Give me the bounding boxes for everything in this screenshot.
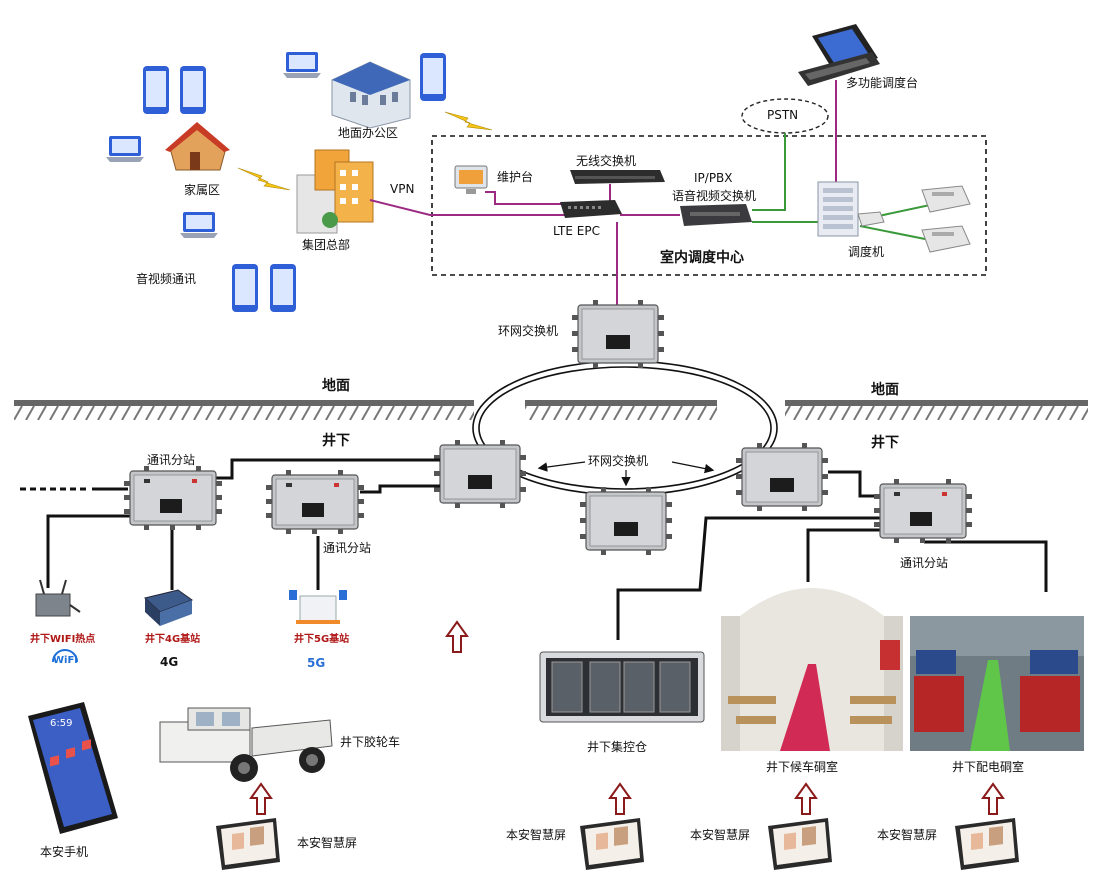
pstn-link — [752, 133, 786, 211]
bs-4g-icon — [143, 589, 194, 626]
logo-4g-label: 4G — [160, 655, 179, 669]
up-arrow-icon — [795, 783, 817, 815]
ring-switch-bottom — [579, 486, 673, 556]
substation-2 — [265, 469, 365, 535]
vpn-label: VPN — [390, 182, 415, 196]
control-cabin-label: 井下集控仓 — [587, 740, 648, 754]
underground-left-label: 井下 — [322, 433, 350, 449]
telephone-icon — [921, 185, 971, 213]
ring-switch-top-label: 环网交换机 — [498, 324, 559, 338]
switch-icon — [570, 170, 665, 184]
up-arrow-icon — [446, 621, 468, 653]
bs-5g-label: 井下5G基站 — [294, 634, 350, 645]
dispatcher-label: 调度机 — [848, 245, 885, 259]
maintenance-link — [485, 191, 570, 205]
intrinsically-safe-phone-icon — [28, 702, 118, 834]
phone-icon — [143, 66, 169, 114]
laptop-icon — [283, 52, 321, 78]
waiting-room-photo — [721, 588, 903, 751]
dispatch-console-icon — [798, 24, 880, 86]
maintenance-label: 维护台 — [497, 170, 534, 184]
pstn-label: PSTN — [767, 108, 799, 122]
lte-epc-label: LTE EPC — [553, 224, 600, 238]
substation-3-label: 通讯分站 — [900, 556, 949, 570]
switch-icon — [560, 200, 622, 218]
ground-left-label: 地面 — [322, 378, 350, 394]
wifi-hotspot-label: 井下WIFI热点 — [30, 634, 96, 645]
ring-switch-mid-label: 环网交换机 — [588, 454, 649, 468]
tablet-icon — [955, 818, 1019, 870]
laptop-icon — [180, 212, 218, 238]
ground-line-mid — [525, 400, 717, 420]
control-center-box — [431, 135, 987, 276]
substation-1 — [123, 465, 223, 531]
ip-pbx-label: IP/PBX — [694, 171, 733, 185]
phone-time: 6:59 — [50, 718, 73, 729]
switch-icon — [680, 204, 752, 226]
wifi-hotspot-icon — [35, 579, 81, 617]
power-room-label: 井下配电硐室 — [952, 760, 1025, 774]
tablet-icon — [580, 818, 644, 870]
telephone-icon — [921, 225, 971, 253]
group-hq-label: 集团总部 — [302, 238, 351, 252]
screen-1-label: 本安智慧屏 — [506, 828, 567, 842]
family-area-label: 家属区 — [184, 183, 221, 197]
underground-cabling — [46, 458, 1048, 640]
building-icon — [296, 149, 374, 234]
wifi-icon — [52, 649, 78, 663]
laptop-icon — [106, 136, 144, 162]
waiting-room-label: 井下候车硐室 — [766, 760, 839, 774]
ground-right-label: 地面 — [871, 382, 899, 398]
lightning-icon — [237, 111, 493, 191]
vehicle-label: 井下胶轮车 — [340, 735, 401, 749]
underground-right-label: 井下 — [871, 435, 899, 451]
monitor-icon — [454, 165, 488, 194]
phone-icon — [232, 264, 258, 312]
ring-switch-top — [571, 299, 665, 369]
control-center-label: 室内调度中心 — [660, 250, 744, 266]
wireless-switch-label: 无线交换机 — [576, 154, 637, 168]
phone-icon — [180, 66, 206, 114]
up-arrow-icon — [982, 783, 1004, 815]
screen-vehicle-label: 本安智慧屏 — [297, 836, 358, 850]
server-icon — [817, 181, 859, 237]
substation-1-label: 通讯分站 — [147, 453, 196, 467]
phone-icon — [270, 264, 296, 312]
wifi-logo-label: WiFi — [53, 655, 78, 666]
power-room-photo — [910, 616, 1084, 751]
vpn-link — [369, 199, 565, 216]
dispatch-console-label: 多功能调度台 — [846, 76, 919, 90]
ground-line-left — [14, 400, 474, 420]
screen-3-label: 本安智慧屏 — [877, 828, 938, 842]
control-cabin-icon — [539, 651, 705, 723]
substation-2-label: 通讯分站 — [323, 541, 372, 555]
vehicle-icon — [159, 707, 333, 782]
screen-2-label: 本安智慧屏 — [690, 828, 751, 842]
building-icon — [331, 61, 411, 129]
av-comm-label: 音视频通讯 — [136, 272, 197, 286]
ground-line-right — [785, 400, 1088, 420]
telephone-icon — [857, 211, 885, 227]
logo-5g-label: 5G — [307, 656, 326, 670]
up-arrow-icon — [609, 783, 631, 815]
ring-switch-left — [433, 439, 527, 509]
ground-office-label: 地面办公区 — [338, 126, 399, 140]
tablet-icon — [768, 818, 832, 870]
substation-3 — [873, 478, 973, 544]
tablet-icon — [216, 818, 280, 870]
ring-switch-right — [735, 442, 829, 512]
house-icon — [165, 122, 230, 171]
bs-5g-icon — [289, 590, 347, 624]
av-switch-label: 语音视频交换机 — [672, 189, 757, 203]
up-arrow-icon — [250, 783, 272, 815]
phone-icon — [420, 53, 446, 101]
bs-4g-label: 井下4G基站 — [145, 634, 201, 645]
phone-label: 本安手机 — [40, 845, 89, 859]
